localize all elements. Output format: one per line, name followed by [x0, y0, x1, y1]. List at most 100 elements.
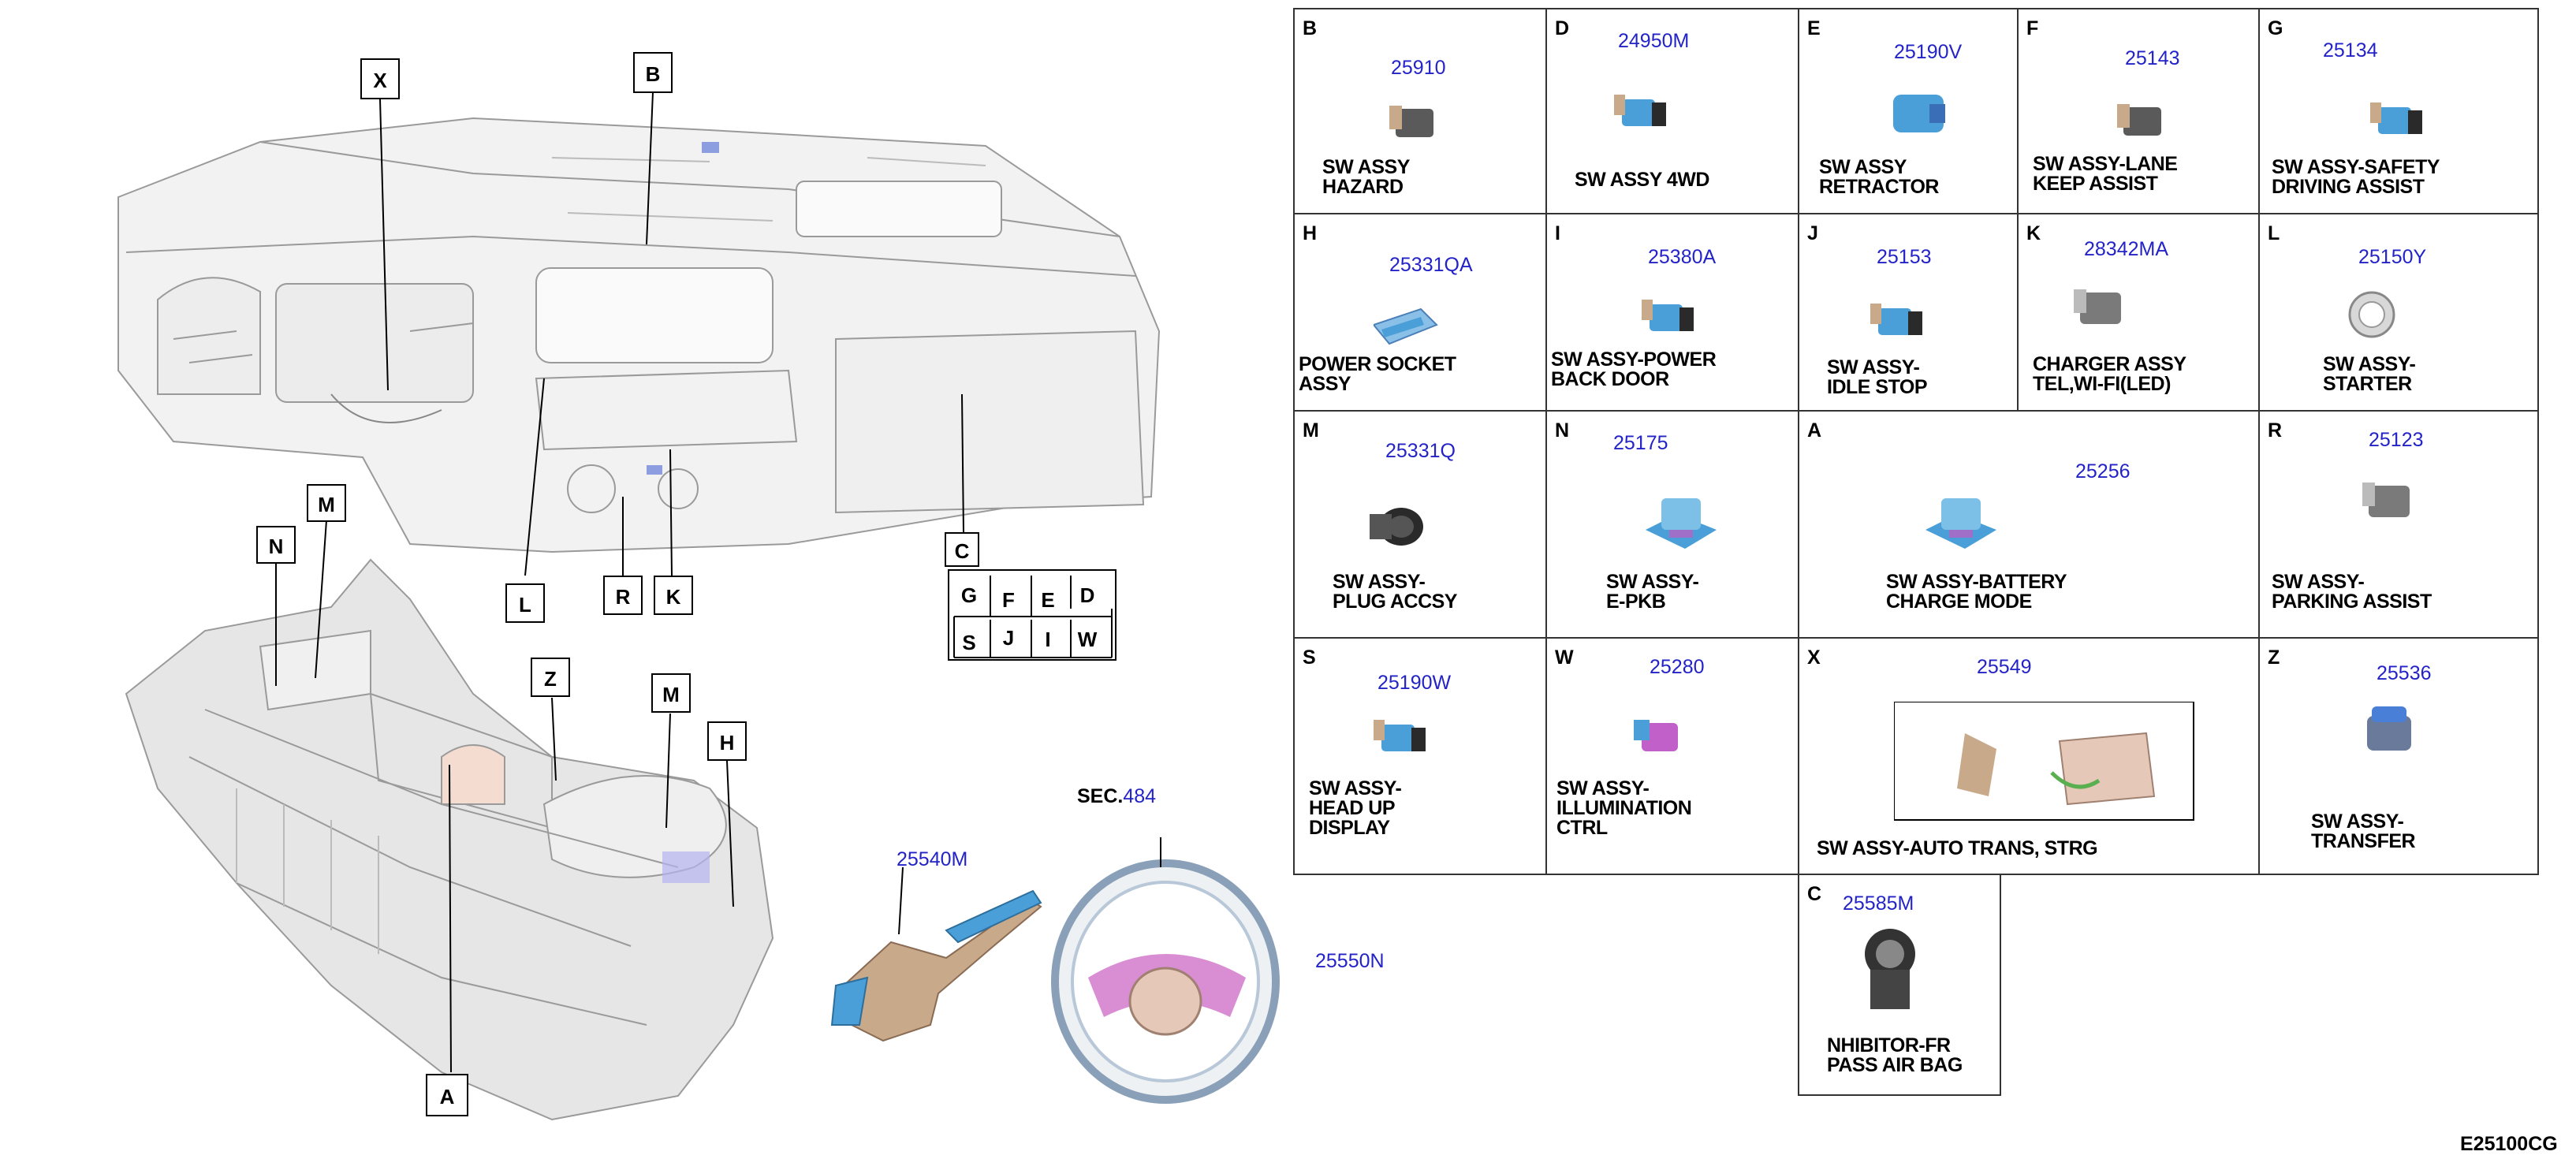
part-letter: B: [1303, 17, 1318, 39]
part-description: SW ASSY- E-PKB: [1606, 571, 1699, 613]
switch-part-icon: [1925, 498, 1996, 549]
part-letter: D: [1555, 17, 1570, 39]
grid-cell-i: I: [1045, 628, 1051, 651]
grid-cell-w: W: [1077, 628, 1098, 651]
part-letter: K: [2026, 222, 2041, 244]
callout-l: L: [505, 583, 545, 623]
switch-part-icon: [2367, 706, 2411, 751]
grid-cell-d: D: [1079, 583, 1095, 607]
part-description: SW ASSY- HEAD UP DISPLAY: [1309, 777, 1402, 839]
switch-part-icon: [1374, 720, 1426, 751]
part-description: SW ASSY-BATTERY CHARGE MODE: [1886, 571, 2067, 613]
part-description: SW ASSY- ILLUMINATION CTRL: [1556, 777, 1692, 839]
part-number: 25331Q: [1385, 440, 1456, 462]
part-description: SW ASSY HAZARD: [1322, 156, 1410, 198]
callout-r: R: [603, 576, 643, 615]
callout-x: X: [360, 58, 400, 99]
part-number: 25380A: [1648, 246, 1717, 268]
switch-part-icon: [1870, 304, 1922, 335]
part-number: 25256: [2075, 460, 2131, 483]
switch-part-icon: [1642, 300, 1694, 331]
part-number: 25153: [1877, 246, 1932, 268]
switch-part-icon: [1614, 95, 1666, 126]
part-cell-f: F 25143 SW ASSY-LANE KEEP ASSIST: [2017, 8, 2260, 214]
leader-lines: [275, 91, 964, 1073]
switch-part-icon: [1894, 702, 2194, 821]
part-number: 25134: [2323, 39, 2378, 61]
switch-part-icon: [2362, 483, 2410, 517]
part-letter: X: [1807, 646, 1821, 669]
part-letter: A: [1807, 419, 1822, 442]
part-number: 25910: [1391, 57, 1446, 79]
part-description: SW ASSY-AUTO TRANS, STRG: [1817, 837, 2098, 859]
part-description: SW ASSY 4WD: [1575, 169, 1709, 191]
callout-c-top: C: [945, 532, 979, 567]
part-description: SW ASSY- TRANSFER: [2311, 810, 2416, 852]
part-letter: H: [1303, 222, 1318, 244]
callout-m-upper: M: [307, 484, 346, 522]
switch-part-icon: [2117, 104, 2161, 136]
switch-part-icon: [2074, 289, 2121, 324]
switch-part-icon: [2348, 291, 2395, 338]
part-description: SW ASSY RETRACTOR: [1819, 156, 1939, 198]
part-description: SW ASSY-LANE KEEP ASSIST: [2033, 153, 2178, 195]
part-number: 28342MA: [2084, 238, 2169, 260]
part-number: 24950M: [1618, 30, 1690, 52]
grid-cell-j: J: [1002, 626, 1015, 650]
part-description: NHIBITOR-FR PASS AIR BAG: [1827, 1034, 1963, 1076]
part-number: 25280: [1650, 656, 1705, 678]
part-letter: R: [2268, 419, 2283, 442]
callout-m-lower: M: [651, 673, 691, 713]
part-description: SW ASSY- PARKING ASSIST: [2272, 571, 2432, 613]
switch-part-icon: [1646, 498, 1717, 549]
part-cell-e: E 25190V SW ASSY RETRACTOR: [1798, 8, 2019, 214]
part-cell-d: D 24950M SW ASSY 4WD: [1545, 8, 1799, 214]
part-letter: F: [2026, 17, 2039, 39]
part-number: 25123: [2369, 429, 2424, 451]
part-description: SW ASSY-POWER BACK DOOR: [1551, 348, 1717, 390]
part-letter: C: [1807, 883, 1822, 905]
part-letter: G: [2268, 17, 2283, 39]
callout-n: N: [256, 526, 296, 564]
grid-cell-s: S: [962, 631, 976, 654]
part-cell-i: I 25380A SW ASSY-POWER BACK DOOR: [1545, 213, 1799, 412]
assembly-drawing: [117, 91, 1280, 1121]
sec-label: SEC.: [1077, 785, 1124, 807]
part-number: 25190V: [1894, 41, 1963, 63]
switch-part-icon: [1634, 720, 1678, 751]
callout-b: B: [633, 52, 673, 93]
part-number: 25536: [2377, 662, 2432, 684]
part-number: 25190W: [1377, 672, 1452, 694]
stalk-part-number: 25540M: [897, 848, 968, 870]
grid-lines: [953, 576, 1113, 658]
part-letter: I: [1555, 222, 1560, 244]
figure-code: E25100CG: [2460, 1133, 2558, 1155]
sec-reference: SEC.484: [1077, 785, 1156, 808]
part-letter: M: [1303, 419, 1319, 442]
part-cell-b: B 25910 SW ASSY HAZARD: [1293, 8, 1547, 214]
part-letter: S: [1303, 646, 1316, 669]
part-number: 25585M: [1843, 892, 1914, 915]
part-cell-x: X 25549 SW ASSY-AUTO TRANS, STRG: [1798, 637, 2260, 875]
switch-part-icon: [1893, 95, 1945, 132]
switch-part-icon: [1374, 307, 1438, 345]
part-number: 25549: [1977, 656, 2032, 678]
dashboard-illustration: [117, 117, 1161, 553]
steering-wheel-illustration: [1051, 837, 1280, 1104]
part-number: 25143: [2125, 47, 2180, 69]
part-letter: J: [1807, 222, 1818, 244]
part-description: SW ASSY- PLUG ACCSY: [1333, 571, 1457, 613]
grid-cell-f: F: [1002, 588, 1015, 612]
callout-z: Z: [531, 658, 570, 697]
combination-switch-illustration: [830, 866, 1042, 1042]
part-letter: E: [1807, 17, 1821, 39]
part-letter: N: [1555, 419, 1570, 442]
part-cell-m: M 25331Q SW ASSY- PLUG ACCSY: [1293, 410, 1547, 639]
